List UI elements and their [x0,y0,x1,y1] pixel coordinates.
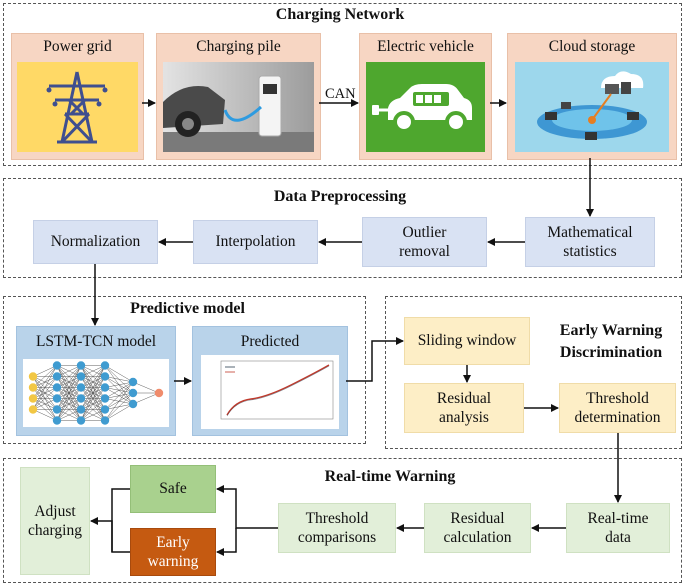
cloud-storage-label: Cloud storage [548,38,636,55]
realtime-warning-section [3,458,682,583]
mathematical-statistics-box: Mathematical statistics [525,217,655,267]
charging-pile-photo-icon [163,62,314,152]
charging-network-title: Charging Network [275,6,405,23]
data-preprocessing-title: Data Preprocessing [273,188,407,205]
arrow-predicted-to-sliding [346,337,404,382]
electric-vehicle-label: Electric vehicle [377,38,474,55]
predicted-plot-image [201,355,339,429]
charging-network-section [3,3,682,166]
sliding-window-box: Sliding window [404,317,530,365]
arrow-comparisons-to-warning [216,528,237,556]
safe-box: Safe [130,465,216,513]
predicted-card: Predicted [192,326,348,436]
neural-network-icon [28,361,164,425]
charging-pile-card: Charging pile [156,33,321,160]
early-warning-section [385,296,682,449]
realtime-data-box: Real-time data [566,503,670,553]
normalization-box: Normalization [33,220,158,264]
predictive-model-section [3,296,366,444]
arrow-warning-to-adjust [90,517,130,553]
early-warning-box: Early warning [130,528,216,576]
early-warning-title: Early Warning Discrimination [559,322,663,361]
adjust-charging-box: Adjust charging [20,467,90,575]
power-grid-card: Power grid [11,33,144,160]
power-tower-icon [46,71,108,144]
predictive-model-title: Predictive model [130,300,245,317]
charging-pile-label: Charging pile [196,38,281,55]
cloud-storage-card: Cloud storage [507,33,677,160]
outlier-removal-box: Outlier removal [362,217,487,267]
lstm-tcn-label: LSTM-TCN model [35,333,157,350]
arrow-safe-to-adjust [111,488,130,552]
power-grid-image [17,62,138,152]
residual-analysis-box: Residual analysis [404,383,524,433]
prediction-curve-icon [220,360,334,420]
predicted-label: Predicted [240,333,300,350]
threshold-comparisons-box: Threshold comparisons [278,503,396,553]
can-label: CAN [325,86,356,102]
data-preprocessing-section [3,178,682,278]
lstm-tcn-card: LSTM-TCN model [16,326,176,436]
electric-vehicle-image [366,62,485,152]
charging-pile-image [163,62,314,152]
ev-car-icon [372,84,472,133]
arrow-comparisons-to-safe [216,485,278,529]
residual-calculation-box: Residual calculation [424,503,531,553]
cloud-network-icon [537,71,647,140]
realtime-warning-title: Real-time Warning [324,468,456,485]
interpolation-box: Interpolation [193,220,318,264]
threshold-determination-box: Threshold determination [559,383,676,433]
cloud-storage-image [515,62,669,152]
electric-vehicle-card: Electric vehicle [359,33,492,160]
neural-network-image [23,359,169,427]
power-grid-label: Power grid [43,38,112,55]
